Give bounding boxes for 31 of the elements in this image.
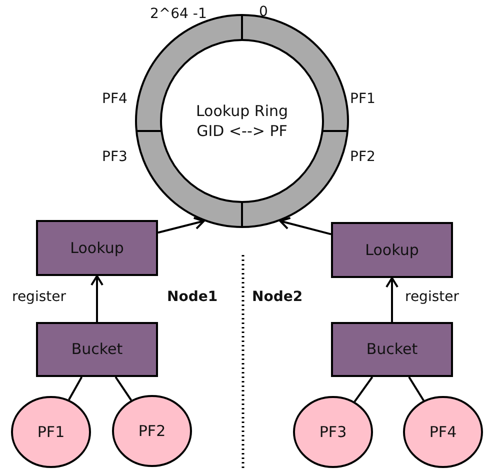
circle-label: PF4 — [429, 422, 457, 442]
arrow — [158, 216, 205, 234]
connector-line — [114, 376, 132, 401]
arrow — [90, 275, 104, 322]
connector-line — [354, 376, 374, 402]
process-box — [331, 222, 453, 278]
ring-position-label: PF2 — [350, 149, 376, 165]
ring-position-label: 0 — [259, 4, 268, 20]
ring-label: Lookup Ring GID <--> PF — [194, 100, 290, 142]
connector-line — [408, 376, 424, 402]
box-label: Lookup — [365, 240, 419, 260]
ring-position-label: PF1 — [350, 91, 376, 107]
ring-position-label: PF3 — [102, 149, 128, 165]
edge-label: register — [12, 289, 66, 305]
circle-label: PF3 — [319, 422, 347, 442]
box-label: Lookup — [70, 238, 124, 258]
box-label: Bucket — [366, 339, 418, 360]
section-label: Node2 — [252, 289, 303, 305]
edge-label: register — [405, 289, 459, 305]
arrow — [279, 216, 332, 236]
circle-label: PF2 — [138, 420, 166, 442]
section-label: Node1 — [167, 289, 218, 305]
ring-position-label: PF4 — [102, 91, 128, 107]
arrow — [386, 277, 398, 322]
process-box — [331, 322, 453, 377]
connector-line — [68, 376, 83, 400]
process-box — [36, 322, 158, 377]
process-box — [36, 220, 158, 276]
ring-position-label: 2^64 -1 — [150, 6, 207, 22]
box-label: Bucket — [71, 339, 123, 360]
circle-label: PF1 — [37, 422, 65, 442]
